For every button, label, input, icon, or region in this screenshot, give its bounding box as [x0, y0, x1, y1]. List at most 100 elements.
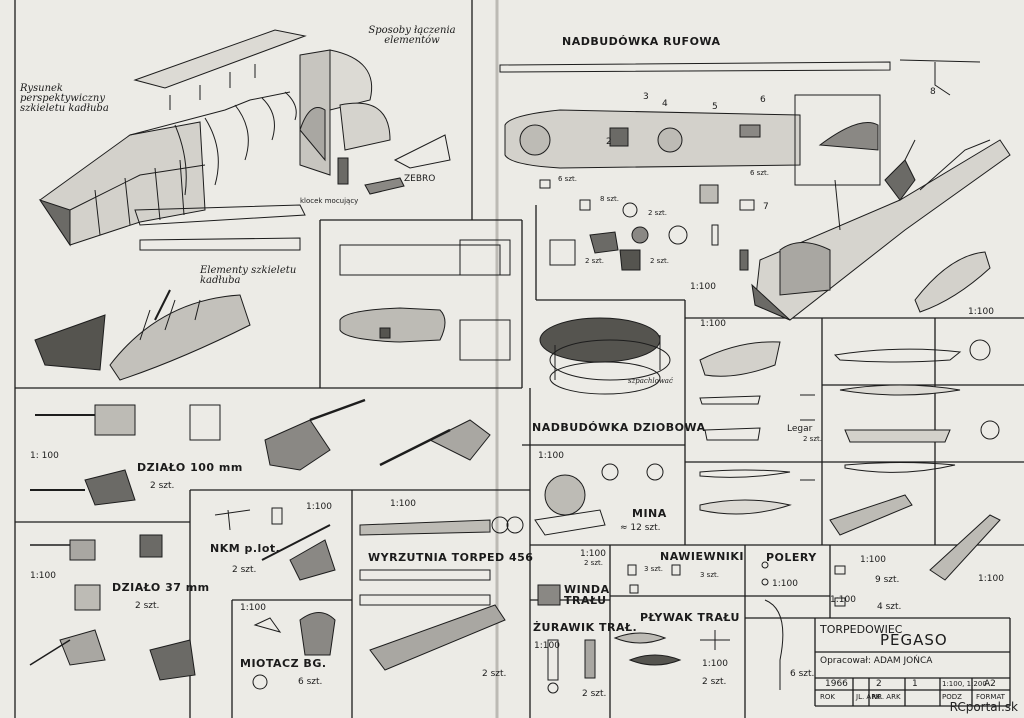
torpedo-title: WYRZUTNIA TORPED 456 — [368, 551, 534, 564]
part-number-2: 2 — [606, 137, 612, 147]
nkm-qty: 2 szt. — [232, 565, 257, 575]
nkm-scale: 1:100 — [306, 502, 332, 512]
nkm-drawing — [214, 507, 336, 581]
nkm-title: NKM p.lot. — [210, 542, 281, 555]
depth-charge-title: MIOTACZ BG. — [240, 657, 327, 670]
skeleton-elements-title: Elementy szkieletu kadłuba — [200, 265, 297, 286]
depth-charge-scale: 1:100 — [240, 603, 266, 613]
aft-small-parts — [539, 179, 755, 271]
gun-37-qty: 2 szt. — [135, 601, 160, 611]
trawl-float-drawing — [613, 630, 730, 666]
part-number-3: 3 — [643, 92, 649, 102]
forward-superstructure-perspective — [539, 317, 671, 395]
aft-qty-8szt: 8 szt. — [600, 195, 619, 203]
tb-sheet-count: 2 — [876, 679, 882, 689]
gun-37-scale: 1:100 — [30, 571, 56, 581]
tb-header-sheets: JL. ARK — [856, 693, 881, 701]
torpedo-qty: 2 szt. — [482, 669, 507, 679]
gun-100-qty: 2 szt. — [150, 481, 175, 491]
hook-drawing — [764, 599, 784, 690]
gun-37-drawing — [29, 534, 196, 681]
tb-sheet-no: 1 — [912, 679, 918, 689]
part-number-7: 7 — [763, 202, 769, 212]
part-number-4: 4 — [662, 99, 668, 109]
tb-scale: 1:100, 1:200 — [942, 680, 987, 688]
szpachlowac-label: szpachlować — [628, 377, 673, 385]
bollards-scale-a: 1:100 — [772, 579, 798, 589]
site-watermark: RCportal.sk — [949, 700, 1018, 714]
legar-label: Legar — [787, 424, 813, 434]
bollards-scale-b: 1:100 — [860, 555, 886, 565]
hull-skeleton-title: Rysunek perspektywiczny szkieletu kadłub… — [20, 83, 109, 114]
tb-header-format: FORMAT — [976, 693, 1005, 701]
aft-qty-6szt-b: 6 szt. — [750, 169, 769, 177]
zebro-label: ZEBRO — [404, 174, 436, 184]
depth-charge-drawing — [252, 612, 336, 690]
tb-header-sheet-no: NR. ARK — [872, 693, 901, 701]
aft-qty-6szt: 6 szt. — [558, 175, 577, 183]
torpedo-tube-drawing — [359, 516, 524, 671]
prepared-by: Opracował: ADAM JOŃCA — [820, 656, 933, 666]
aft-superstructure-drawing — [499, 59, 981, 186]
tb-year: 1966 — [825, 679, 848, 689]
ship-type: TORPEDOWIEC — [820, 623, 903, 636]
float-qty: 2 szt. — [702, 677, 727, 687]
boats-scale-b: 1:100 — [978, 574, 1004, 584]
tb-format: A2 — [984, 679, 996, 689]
klocek-label: klocek mocujący — [300, 197, 359, 205]
crane-title: ŻURAWIK TRAŁ. — [533, 621, 638, 634]
part-number-6: 6 — [760, 95, 766, 105]
mine-title: MINA — [632, 507, 667, 520]
gun-100-title: DZIAŁO 100 mm — [137, 461, 243, 474]
aft-scale: 1:100 — [690, 282, 716, 292]
winch-scale: 1:100 — [580, 549, 606, 559]
float-scale: 1:100 — [702, 659, 728, 669]
winch-crane-drawing — [537, 584, 596, 694]
skeleton-elements-drawing — [34, 289, 251, 381]
mine-drawing — [534, 463, 664, 536]
aft-qty-2szt-c: 2 szt. — [650, 257, 669, 265]
torpedo-scale: 1:100 — [390, 499, 416, 509]
part-number-5: 5 — [712, 102, 718, 112]
hull-skeleton-drawing — [38, 29, 307, 251]
mine-scale: 1:100 — [538, 451, 564, 461]
bollards-qty-b: 4 szt. — [877, 602, 902, 612]
lifeboat-scale: 1:100 — [968, 307, 994, 317]
tb-header-scale: PODZ — [942, 693, 962, 701]
boats-scale: 1:100 — [700, 319, 726, 329]
aft-superstructure-title: NADBUDÓWKA RUFOWA — [562, 35, 721, 48]
crane-scale: 1:100 — [534, 641, 560, 651]
panel-borders — [14, 0, 1024, 718]
aft-qty-2szt-a: 2 szt. — [648, 209, 667, 217]
part-number-8: 8 — [930, 87, 936, 97]
gun-100-scale: 1: 100 — [30, 451, 59, 461]
lifeboat-drawing — [914, 251, 991, 313]
boats-drawing — [699, 339, 1001, 581]
vents-bollards-marks — [627, 561, 846, 607]
hook-qty: 6 szt. — [790, 669, 815, 679]
winch-title: WINDA TRAŁU — [564, 583, 610, 607]
bollards-scale-c: 1:100 — [830, 595, 856, 605]
tb-header-year: ROK — [820, 693, 835, 701]
vents-qty-a: 3 szt. — [644, 565, 663, 573]
float-title: PŁYWAK TRAŁU — [640, 611, 740, 624]
vents-qty-b: 3 szt. — [700, 571, 719, 579]
forward-superstructure-plan — [339, 239, 511, 361]
ship-name: PEGASO — [880, 631, 948, 649]
bollards-qty-a: 9 szt. — [875, 575, 900, 585]
legar-qty: 2 szt. — [803, 435, 822, 443]
winch-qty: 2 szt. — [584, 559, 603, 567]
crane-qty: 2 szt. — [582, 689, 607, 699]
ship-perspective-drawing — [751, 139, 1011, 321]
gun-37-title: DZIAŁO 37 mm — [112, 581, 210, 594]
joining-methods-drawing — [299, 49, 451, 195]
mine-qty: ≈ 12 szt. — [620, 523, 661, 533]
gun-100-drawing — [30, 398, 491, 506]
depth-charge-qty: 6 szt. — [298, 677, 323, 687]
bollards-title: POLERY — [766, 551, 817, 564]
aft-qty-2szt-b: 2 szt. — [585, 257, 604, 265]
forward-superstructure-title: NADBUDÓWKA DZIOBOWA — [532, 421, 706, 434]
joining-methods-title: Sposoby łączenia elementów — [368, 25, 456, 46]
